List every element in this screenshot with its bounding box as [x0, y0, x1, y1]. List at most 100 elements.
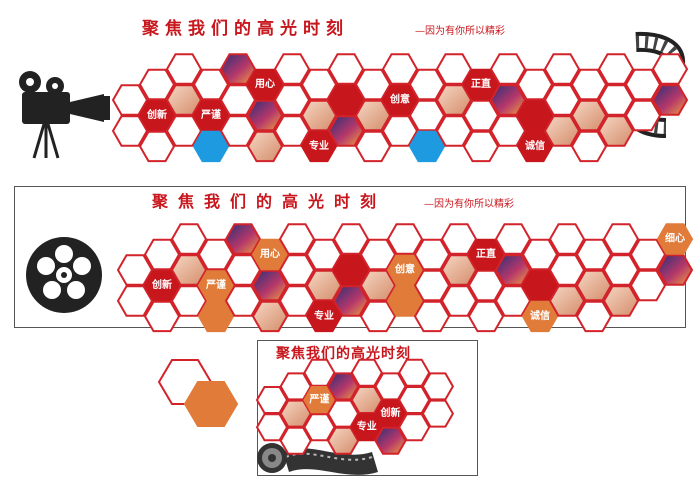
hex-cell: [408, 68, 446, 101]
hex-cell-red: [305, 300, 343, 333]
hex-cell: [494, 285, 532, 317]
hex-label: 诚信: [530, 309, 550, 322]
hex-photo-hands: [435, 84, 473, 116]
hex-cell-red: [381, 84, 419, 116]
hex-cell: [570, 68, 608, 101]
hex-cell: [543, 53, 581, 85]
hex-cell: [327, 53, 365, 85]
hex-cell: [255, 386, 289, 414]
hex-cell: [381, 53, 419, 85]
hex-cell: [421, 372, 455, 401]
hex-cell: [219, 115, 257, 147]
panel-b-title: 聚焦我们的高光时刻: [152, 192, 387, 211]
panel-c-title: 聚焦我们的高光时刻: [276, 346, 411, 362]
hex-cell: [224, 254, 262, 286]
hex-photo: [251, 269, 289, 302]
hex-cell-red: [327, 84, 365, 116]
hex-cell: [651, 53, 689, 85]
hex-label: 用心: [254, 78, 275, 90]
movie-camera-icon: [19, 71, 110, 159]
panel-a-title: 聚焦我们的高光时刻: [142, 19, 349, 39]
hex-cell: [273, 53, 311, 85]
hex-cell: [138, 130, 176, 163]
hex-cell: [165, 53, 203, 85]
hex-cell: [624, 99, 662, 132]
hex-photo: [651, 84, 689, 116]
hex-cell: [462, 99, 500, 132]
hex-cell: [143, 300, 181, 333]
hex-cell: [170, 223, 208, 255]
film-roll-icon: [257, 443, 378, 475]
hex-cell-blue: [408, 130, 446, 163]
hex-cell-orange: [521, 300, 559, 333]
hex-label: 严谨: [308, 393, 329, 406]
hex-cell-red: [516, 99, 554, 132]
hex-photo: [219, 53, 257, 85]
hex-cell: [521, 238, 559, 271]
hex-cell: [354, 130, 392, 163]
hex-cell: [413, 300, 451, 333]
hex-photo-hands: [543, 115, 581, 147]
hex-label: 创新: [146, 108, 167, 121]
hex-label: 专业: [357, 420, 377, 433]
hex-cell: [303, 358, 336, 387]
hex-photo-hands: [326, 426, 360, 455]
hex-cell: [224, 285, 262, 317]
hex-cell: [116, 254, 154, 286]
hex-cell: [303, 413, 336, 442]
hex-photo-hands: [354, 99, 392, 132]
hex-cell: [494, 223, 532, 255]
hex-cell-orange: [656, 223, 694, 255]
hex-cell: [575, 300, 613, 333]
hex-photo-hands: [170, 254, 208, 286]
hex-photo: [224, 223, 262, 255]
hex-photo-hands: [570, 99, 608, 132]
hex-photo-hands: [602, 285, 640, 317]
hex-cell: [489, 53, 527, 85]
hex-cell-red: [350, 413, 383, 442]
panel-b-subtitle: —因为有你所以精彩: [424, 199, 514, 210]
hex-cell: [548, 223, 586, 255]
hex-cell-orange: [386, 285, 424, 317]
hex-cell: [629, 269, 667, 302]
hex-cell: [381, 115, 419, 147]
hex-cell-red: [138, 99, 176, 132]
hex-photo-hands: [165, 84, 203, 116]
hex-cell-red: [521, 269, 559, 302]
hex-cell-red: [246, 68, 284, 101]
hex-cell: [413, 269, 451, 302]
hex-cell-orange: [197, 269, 235, 302]
hex-photo: [332, 285, 370, 317]
hex-cell: [278, 254, 316, 286]
hex-cell-orange: [251, 238, 289, 271]
hex-cell: [602, 254, 640, 286]
hex-cell-red: [192, 99, 230, 132]
hex-cell: [273, 115, 311, 147]
hex-cell: [440, 223, 478, 255]
hex-cell: [278, 285, 316, 317]
hex-cell: [435, 115, 473, 147]
hex-cell: [597, 53, 635, 85]
hex-cell-red: [332, 254, 370, 286]
hex-label: 严谨: [205, 278, 226, 291]
hex-photo-hands: [305, 269, 343, 302]
hex-cell: [570, 130, 608, 163]
hexgrid-panel-a: 创新严谨用心专业创意正直诚信: [111, 53, 689, 163]
hex-cell: [435, 53, 473, 85]
hex-cell: [398, 413, 431, 442]
hex-cell-orange: [386, 254, 424, 286]
hex-photo: [489, 84, 527, 116]
hex-cell: [197, 238, 235, 271]
hex-photo: [494, 254, 532, 286]
hex-cell-red: [300, 130, 338, 163]
hex-cell-orange: [303, 386, 336, 414]
hex-photo-hands: [597, 115, 635, 147]
hex-label: 用心: [259, 248, 280, 260]
hex-label: 正直: [471, 77, 491, 90]
hex-label: 诚信: [525, 139, 545, 152]
hex-cell: [597, 84, 635, 116]
hex-photo-hands: [440, 254, 478, 286]
hex-label: 创新: [151, 278, 172, 291]
hex-cell: [192, 68, 230, 101]
hex-cell: [374, 372, 407, 401]
